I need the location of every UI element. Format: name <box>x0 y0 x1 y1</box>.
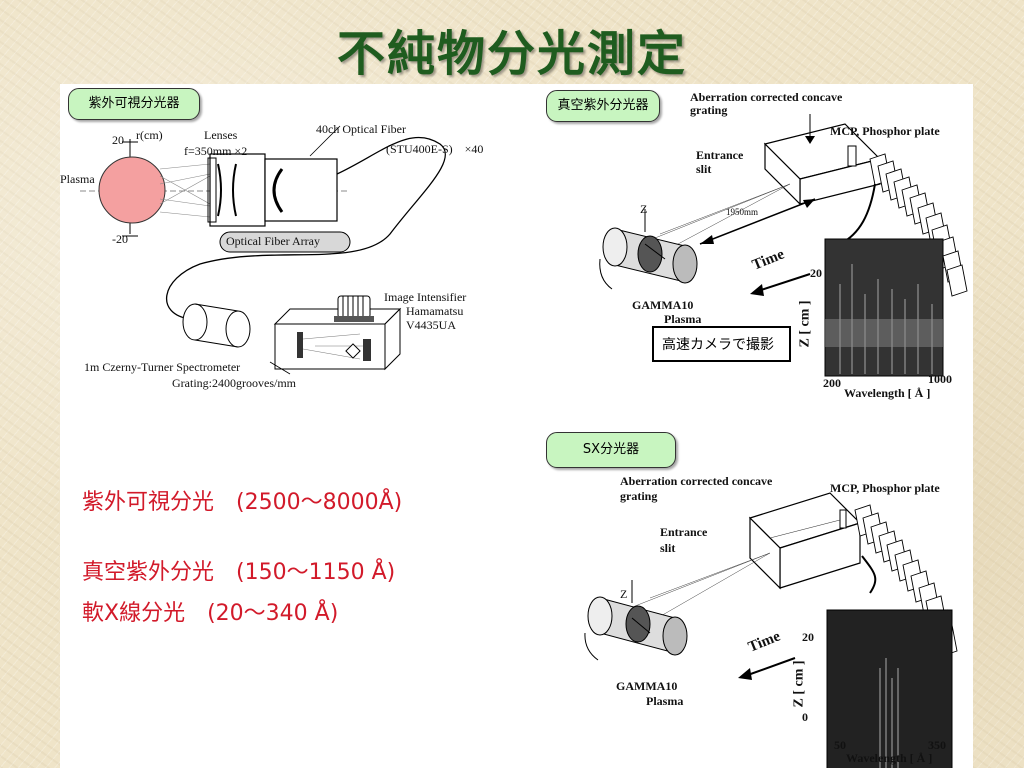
plasma-circle <box>98 156 166 224</box>
sx-x-axis-label: Wavelength [ Å ] <box>846 751 933 765</box>
fiber-model-label: (STU400E-S) ×40 <box>386 142 484 156</box>
intensifier-label: Image Intensifier <box>384 290 467 304</box>
fiber-array-label: Optical Fiber Array <box>226 234 320 248</box>
vuv-badge: 真空紫外分光器 <box>546 90 660 122</box>
sx-aberration-label: Aberration corrected concave <box>620 474 773 488</box>
vuv-camera-label: 高速カメラで撮影 <box>662 337 774 353</box>
vuv-x-max: 1000 <box>928 372 952 386</box>
vuv-x-min: 200 <box>823 376 841 390</box>
vuv-mcp-label: MCP, Phosphor plate <box>830 124 940 138</box>
spectrometer-panel: 真空紫外分光器 <box>540 84 973 768</box>
range-value: (150～1150 Å) <box>236 560 396 585</box>
grating-label: Grating:2400grooves/mm <box>172 376 296 390</box>
uv-visible-diagram <box>80 125 446 375</box>
vuv-grating-label: grating <box>690 103 728 117</box>
vuv-slit-label: slit <box>696 162 712 176</box>
fiber-label: 40ch Optical Fiber <box>316 122 406 136</box>
vuv-diagram <box>599 114 968 377</box>
focal-length-label: f=350mm ×2 <box>184 144 248 158</box>
hamamatsu-label: Hamamatsu <box>406 304 464 318</box>
sx-slit-label: slit <box>660 541 676 555</box>
range-name: 真空紫外分光 <box>82 560 215 585</box>
sx-plasma-label: Plasma <box>646 694 684 708</box>
sx-mcp-label: MCP, Phosphor plate <box>830 481 940 495</box>
fiber-cable <box>165 136 446 320</box>
vuv-y-tick: 20 <box>810 266 822 280</box>
r-axis-label: r(cm) <box>136 128 163 142</box>
plasma-label: Plasma <box>60 172 95 186</box>
sx-entrance-label: Entrance <box>660 525 708 539</box>
vuv-plasma-label: Plasma <box>664 312 702 326</box>
sx-x-min: 50 <box>834 738 846 752</box>
vuv-distance-label: 1950mm <box>726 207 759 217</box>
plus20-label: 20 <box>112 133 124 147</box>
range-name: 軟X線分光 <box>82 601 186 626</box>
range-value: (20～340 Å) <box>207 601 339 626</box>
page-title: 不純物分光測定 <box>336 26 687 82</box>
vuv-y-axis-label: Z [ cm ] <box>797 300 813 348</box>
range-uv-visible: 紫外可視分光 (2500～8000Å) <box>82 484 402 516</box>
range-vuv: 真空紫外分光 (150～1150 Å) <box>82 554 395 586</box>
sx-z-label: Z <box>620 587 628 601</box>
sx-x-max: 350 <box>928 738 946 752</box>
sx-y-axis-label: Z [ cm ] <box>791 660 807 708</box>
sx-diagram <box>584 492 958 768</box>
lenses-label: Lenses <box>204 128 238 142</box>
sx-grating-label: grating <box>620 489 658 503</box>
vuv-gamma-label: GAMMA10 <box>632 298 694 312</box>
sx-y-bottom: 0 <box>802 710 808 724</box>
range-name: 紫外可視分光 <box>82 490 215 515</box>
spectrometer-label: 1m Czerny-Turner Spectrometer <box>84 360 241 374</box>
vuv-z-label: Z <box>640 202 648 216</box>
sx-gamma-label: GAMMA10 <box>616 679 678 693</box>
vuv-x-axis-label: Wavelength [ Å ] <box>844 386 931 400</box>
uv-visible-panel: 紫外可視分光器 <box>60 84 540 768</box>
range-sx: 軟X線分光 (20～340 Å) <box>82 595 338 627</box>
minus20-label: -20 <box>112 232 128 246</box>
vuv-entrance-label: Entrance <box>696 148 744 162</box>
vuv-aberration-label: Aberration corrected concave <box>690 90 843 104</box>
range-value: (2500～8000Å) <box>236 490 403 515</box>
uv-visible-badge: 紫外可視分光器 <box>68 88 200 120</box>
sx-badge: SX分光器 <box>546 432 676 468</box>
sx-y-top: 20 <box>802 630 814 644</box>
model-label: V4435UA <box>406 318 456 332</box>
